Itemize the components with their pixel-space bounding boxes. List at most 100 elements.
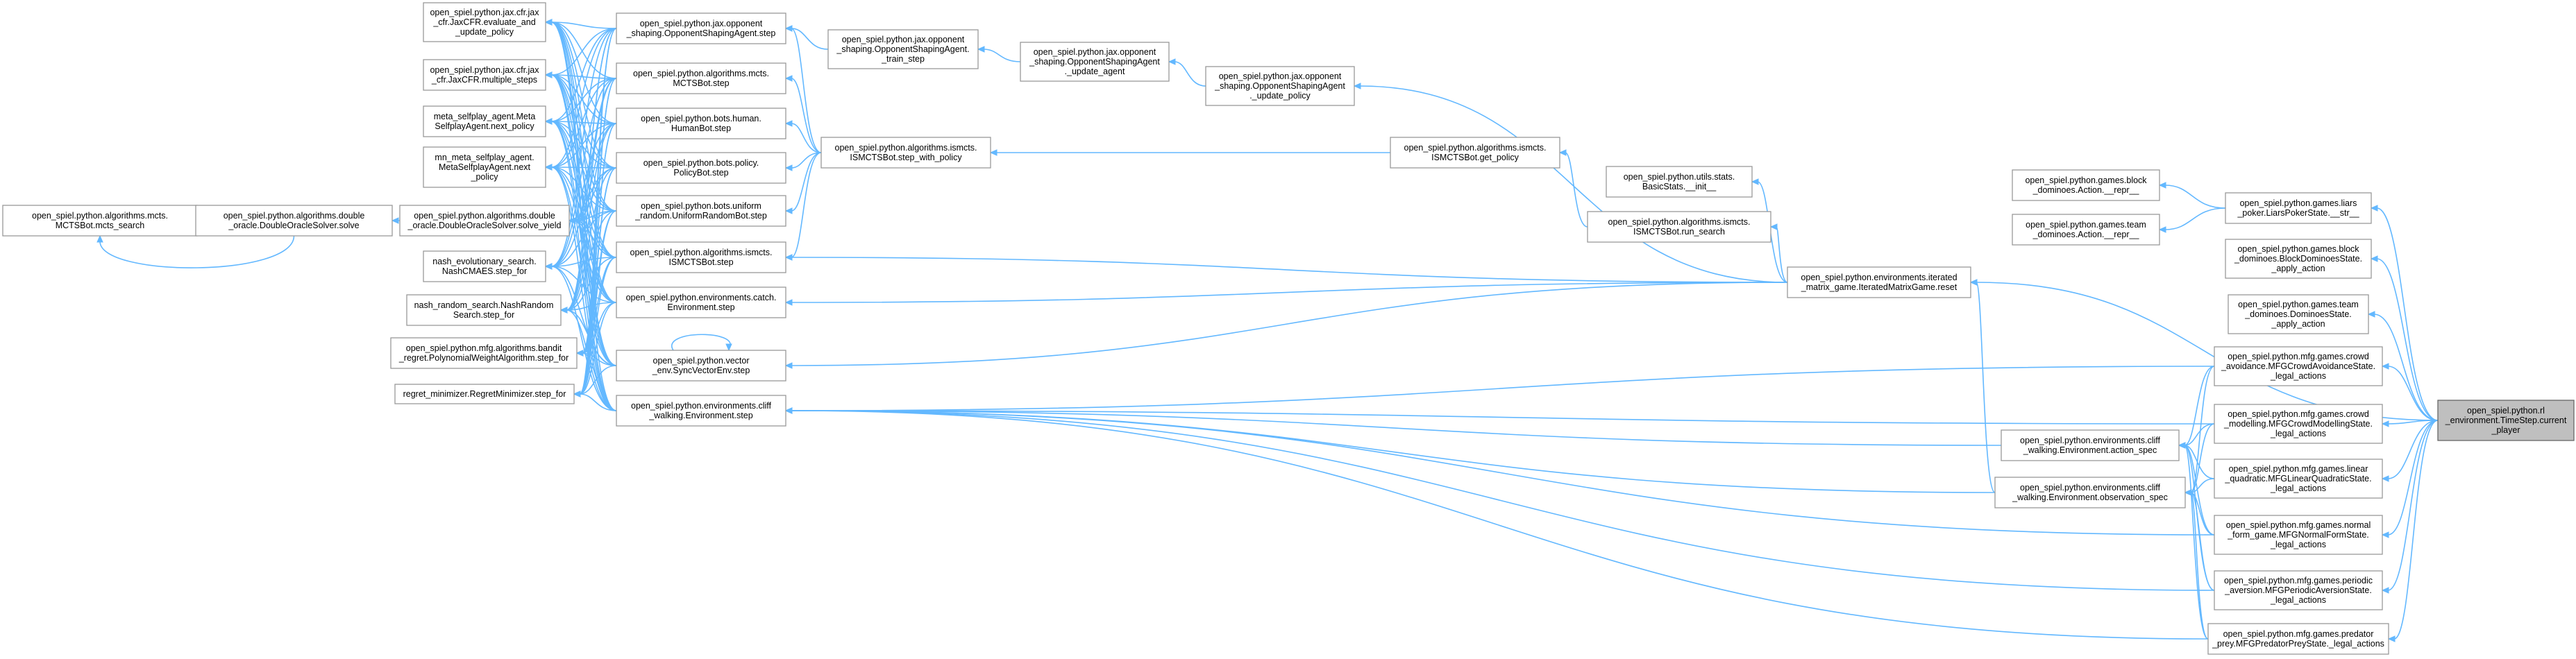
edge-line: [671, 334, 732, 351]
edge-line: [791, 152, 822, 169]
edge-normal-form-to-cliff-obs-spec: [2184, 489, 2215, 536]
node-periodic[interactable]: open_spiel.python.mfg.games.periodic_ave…: [2214, 570, 2383, 610]
node-do-solve[interactable]: open_spiel.python.algorithms.double_orac…: [195, 205, 393, 237]
node-label: _poker.LiarsPokerState.__str__: [2237, 208, 2359, 218]
node-osa-step[interactable]: open_spiel.python.jax.opponent_shaping.O…: [616, 12, 786, 44]
edge-arrowhead: [725, 343, 732, 352]
node-crowd-model[interactable]: open_spiel.python.mfg.games.crowd_modell…: [2214, 404, 2383, 444]
node-vector-step[interactable]: open_spiel.python.vector_env.SyncVectorE…: [616, 350, 786, 382]
edge-ismcts-getpolicy-to-ismcts-swp: [989, 149, 1390, 156]
node-block-repr[interactable]: open_spiel.python.games.block_dominoes.A…: [2012, 169, 2160, 201]
edge-line: [1174, 61, 1206, 87]
edge-do-solve-to-mcts-search: [96, 234, 295, 268]
node-label: open_spiel.python.jax.cfr.jax: [430, 65, 539, 75]
edge-arrowhead: [2178, 442, 2186, 449]
edge-arrowhead: [2370, 205, 2378, 212]
node-ismcts-getpolicy[interactable]: open_spiel.python.algorithms.ismcts.ISMC…: [1390, 137, 1560, 169]
edge-arrowhead: [544, 71, 553, 78]
node-crowd-avoid[interactable]: open_spiel.python.mfg.games.crowd_avoida…: [2214, 346, 2383, 386]
node-label: _oracle.DoubleOracleSolver.solve: [228, 221, 359, 230]
node-bandit[interactable]: open_spiel.python.mfg.algorithms.bandit_…: [390, 337, 578, 369]
node-nash-random[interactable]: nash_random_search.NashRandomSearch.step…: [406, 294, 562, 326]
node-label: _cfr.JaxCFR.multiple_steps: [431, 75, 537, 85]
node-label: open_spiel.python.games.block: [2025, 176, 2147, 185]
node-osa-train[interactable]: open_spiel.python.jax.opponent_shaping.O…: [827, 29, 979, 69]
node-box: [616, 395, 786, 427]
node-regret-min[interactable]: regret_minimizer.RegretMinimizer.step_fo…: [394, 384, 575, 404]
node-label: open_spiel.python.games.team: [2026, 220, 2146, 230]
node-ismcts-swp[interactable]: open_spiel.python.algorithms.ismcts.ISMC…: [820, 137, 991, 169]
node-nash-evo[interactable]: nash_evolutionary_search.NashCMAES.step_…: [423, 250, 546, 282]
edge-ismcts-swp-to-policy-step: [784, 152, 822, 171]
node-iterated-reset[interactable]: open_spiel.python.environments.iterated_…: [1787, 266, 1971, 298]
node-osa-update-policy[interactable]: open_spiel.python.jax.opponent_shaping.O…: [1205, 66, 1355, 106]
edge-arrowhead: [391, 217, 399, 224]
edge-cliff-step-to-cfr-eval: [544, 19, 617, 411]
node-box: [1587, 211, 1771, 243]
node-liars-str[interactable]: open_spiel.python.games.liars_poker.Liar…: [2225, 192, 2372, 224]
node-cfr-eval[interactable]: open_spiel.python.jax.cfr.jax_cfr.JaxCFR…: [423, 2, 546, 42]
node-label: nash_evolutionary_search.: [432, 257, 536, 266]
edge-line: [550, 74, 617, 411]
node-osa-update-agent[interactable]: open_spiel.python.jax.opponent_shaping.O…: [1020, 42, 1170, 82]
node-label: meta_selfplay_agent.Meta: [434, 112, 536, 121]
node-catch-step[interactable]: open_spiel.python.environments.catch.Env…: [616, 286, 786, 318]
node-ismcts-run[interactable]: open_spiel.python.algorithms.ismcts.ISMC…: [1587, 211, 1771, 243]
edge-cliff-step-to-cfr-multi: [544, 71, 617, 411]
node-label: _update_policy: [455, 27, 514, 37]
node-box: [2001, 429, 2180, 461]
node-predator[interactable]: open_spiel.python.mfg.games.predator_pre…: [2207, 623, 2389, 655]
node-label: open_spiel.python.jax.opponent: [640, 19, 763, 28]
node-human-step[interactable]: open_spiel.python.bots.human.HumanBot.st…: [616, 108, 786, 139]
node-box: [2214, 459, 2383, 499]
edge-line: [791, 410, 2002, 446]
node-do-solve-yield[interactable]: open_spiel.python.algorithms.double_orac…: [399, 205, 570, 237]
node-cfr-multi[interactable]: open_spiel.python.jax.cfr.jax_cfr.JaxCFR…: [423, 59, 546, 91]
edge-cliff-obs-spec-to-cliff-step: [784, 407, 1996, 493]
edge-arrowhead: [784, 25, 793, 32]
edge-ismcts-swp-to-uniform-step: [784, 152, 822, 214]
node-block-apply[interactable]: open_spiel.python.games.block_dominoes.B…: [2225, 239, 2372, 279]
node-label: ._update_agent: [1065, 67, 1125, 76]
node-cliff-obs-spec[interactable]: open_spiel.python.environments.cliff_wal…: [1994, 477, 2186, 508]
node-cliff-action-spec[interactable]: open_spiel.python.environments.cliff_wal…: [2001, 429, 2180, 461]
edge-line: [566, 78, 617, 311]
node-label: _dominoes.Action.__repr__: [2032, 230, 2140, 239]
edge-line: [2184, 423, 2215, 446]
edge-cliff-obs-spec-to-iterated-reset: [1969, 279, 1996, 493]
node-box: [2207, 623, 2389, 655]
node-label: _walking.Environment.step: [648, 411, 752, 420]
node-stats-init[interactable]: open_spiel.python.utils.stats.BasicStats…: [1606, 166, 1753, 198]
node-label: open_spiel.python.algorithms.ismcts.: [835, 143, 977, 153]
node-label: open_spiel.python.games.team: [2238, 300, 2359, 309]
node-linear-quad[interactable]: open_spiel.python.mfg.games.linear_quadr…: [2214, 459, 2383, 499]
node-cliff-step[interactable]: open_spiel.python.environments.cliff_wal…: [616, 395, 786, 427]
edge-line: [574, 220, 617, 303]
node-label: ISMCTSBot.step: [668, 257, 733, 267]
node-meta-next[interactable]: meta_selfplay_agent.MetaSelfplayAgent.ne…: [423, 105, 546, 137]
edge-line: [2190, 478, 2215, 493]
node-normal-form[interactable]: open_spiel.python.mfg.games.normal_form_…: [2214, 515, 2383, 555]
node-policy-step[interactable]: open_spiel.python.bots.policy.PolicyBot.…: [616, 152, 786, 184]
edge-line: [550, 74, 617, 169]
node-ismcts-step[interactable]: open_spiel.python.algorithms.ismcts.ISMC…: [616, 241, 786, 273]
edge-arrowhead: [784, 299, 793, 306]
edge-arrowhead: [573, 391, 581, 397]
edge-human-step-to-nash-evo: [544, 123, 617, 270]
edge-cliff-step-to-meta-next: [544, 118, 617, 411]
node-box: [1390, 137, 1560, 169]
node-team-apply[interactable]: open_spiel.python.games.team_dominoes.Do…: [2228, 294, 2369, 334]
node-label: _matrix_game.IteratedMatrixGame.reset: [1801, 282, 1958, 292]
node-mcts-step[interactable]: open_spiel.python.algorithms.mcts.MCTSBo…: [616, 62, 786, 94]
node-team-repr[interactable]: open_spiel.python.games.team_dominoes.Ac…: [2012, 214, 2160, 246]
node-box: [423, 59, 546, 91]
node-current-player[interactable]: open_spiel.python.rl_environment.TimeSte…: [2437, 400, 2575, 441]
node-mcts-search[interactable]: open_spiel.python.algorithms.mcts.MCTSBo…: [2, 205, 198, 237]
edge-line: [550, 74, 617, 124]
node-label: open_spiel.python.environments.catch.: [626, 293, 777, 302]
node-mn-meta-next[interactable]: mn_meta_selfplay_agent.MetaSelfplayAgent…: [423, 146, 546, 188]
node-uniform-step[interactable]: open_spiel.python.bots.uniform_random.Un…: [616, 195, 786, 227]
node-label: _player: [2491, 425, 2520, 435]
edge-line: [550, 22, 617, 258]
